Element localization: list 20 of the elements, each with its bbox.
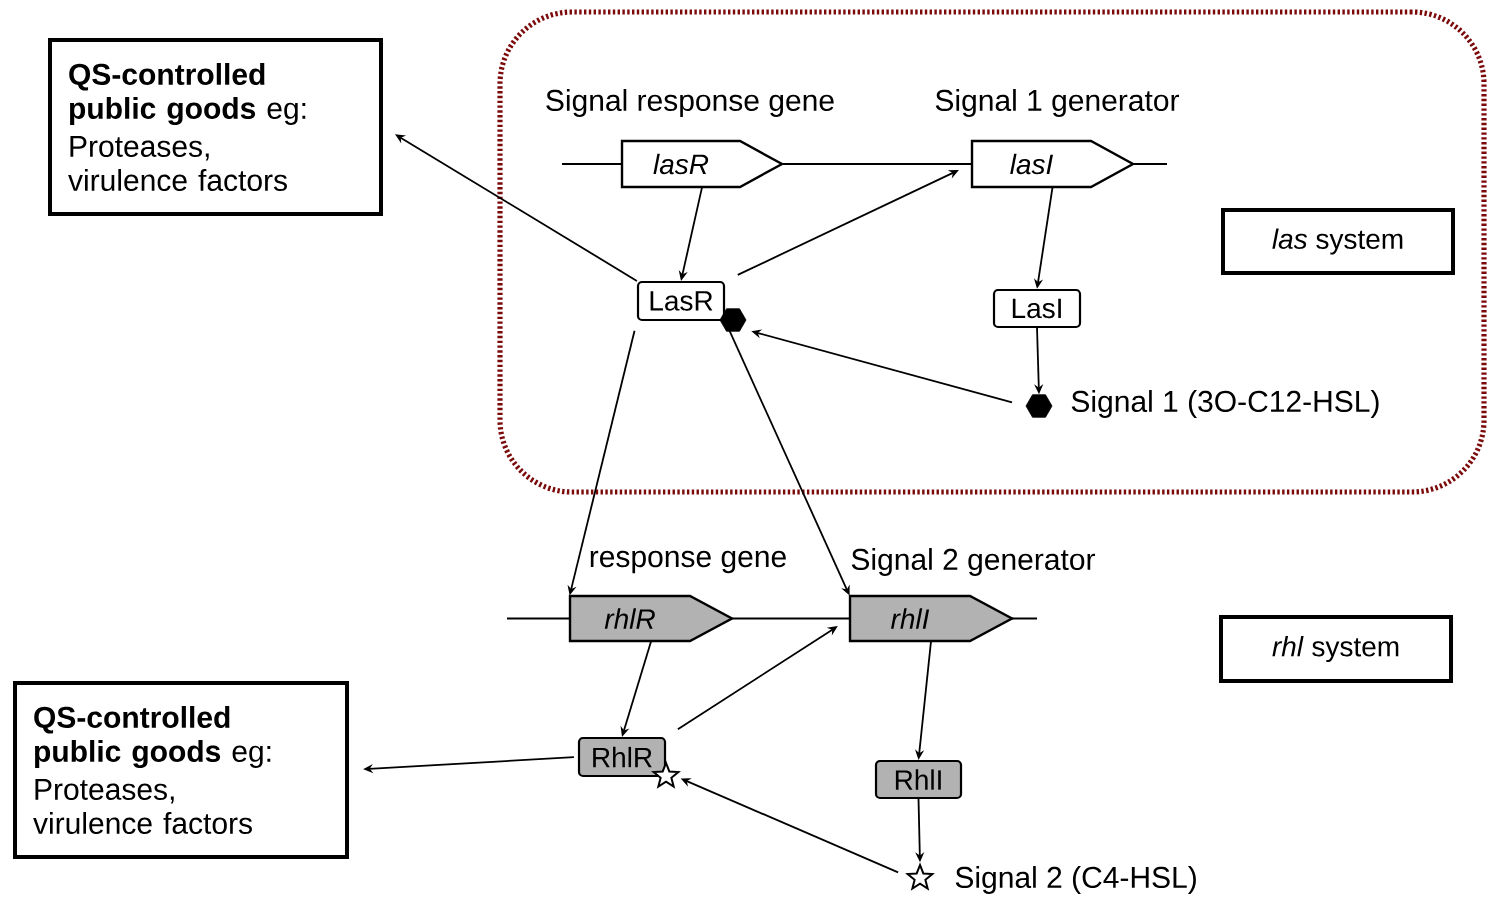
protein-box: LasR [636,280,726,322]
signal-symbol [1025,394,1053,418]
arrow [395,134,638,282]
gene-label: Signal 2 (C4-HSL) [955,866,1196,894]
gene-label: Signal 1 generator [935,89,1179,117]
protein-box: RhlR [577,736,667,778]
text-box: QS-controlled public goods eg: Proteases, virulence factors [48,38,383,216]
gene-label: Signal 1 (3O-C12-HSL) [1071,390,1379,418]
dna-line [781,163,973,165]
gene-label: Signal 2 generator [851,548,1095,576]
system-box: las system [1221,208,1455,275]
dna-line [731,617,851,620]
protein-box: RhlI [874,759,963,800]
gene-label: Signal response gene [546,89,834,117]
gene-label: response gene [590,550,786,574]
protein-box: LasI [992,288,1082,329]
text-box: QS-controlled public goods eg: Proteases, virulence factors [13,681,349,859]
signal-symbol [719,308,747,332]
system-box: rhl system [1219,615,1453,683]
dotted-region [497,9,1487,495]
